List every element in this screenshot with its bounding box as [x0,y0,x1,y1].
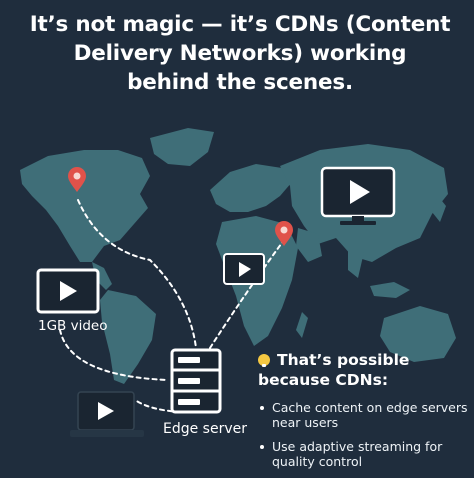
edge-server-label: Edge server [163,421,247,437]
server-icon [170,348,222,414]
info-title-line-2: because CDNs: [258,371,389,389]
south-america-landmass [100,290,156,384]
video-play-icon [223,253,265,285]
location-pin-icon [68,167,86,192]
headline-line-2: Delivery Networks) working [73,41,407,66]
monitor-video-icon [320,166,396,225]
indonesia-landmass [370,282,410,298]
link-pin-america-to-server [77,199,197,349]
location-pin-icon [275,221,293,246]
greenland-landmass [150,128,214,166]
link-server-to-asia-pin [209,239,285,349]
headline: It’s not magic — it’s CDNs (Content Deli… [20,10,460,97]
japan-landmass [432,196,446,222]
australia-landmass [380,306,456,362]
madagascar-landmass [296,312,308,338]
lightbulb-icon [258,354,270,367]
video-file-icon [36,268,100,314]
info-title-line-1: That’s possible [277,351,410,369]
laptop-video-icon [70,391,144,437]
europe-landmass [210,164,292,212]
india-landmass [348,246,364,278]
headline-line-1: It’s not magic — it’s CDNs (Content [29,12,451,37]
video-label: 1GB video [38,318,108,334]
list-item: Use adaptive streaming for quality contr… [258,439,468,469]
arabia-landmass [296,228,322,262]
link-video-to-server [59,329,169,381]
headline-line-3: behind the scenes. [127,70,353,95]
info-panel: That’s possible because CDNs: Cache cont… [258,350,468,478]
north-america-landmass [20,150,150,262]
list-item: Cache content on edge servers near users [258,400,468,430]
benefit-list: Cache content on edge servers near users… [258,400,468,469]
info-title: That’s possible because CDNs: [258,350,468,390]
